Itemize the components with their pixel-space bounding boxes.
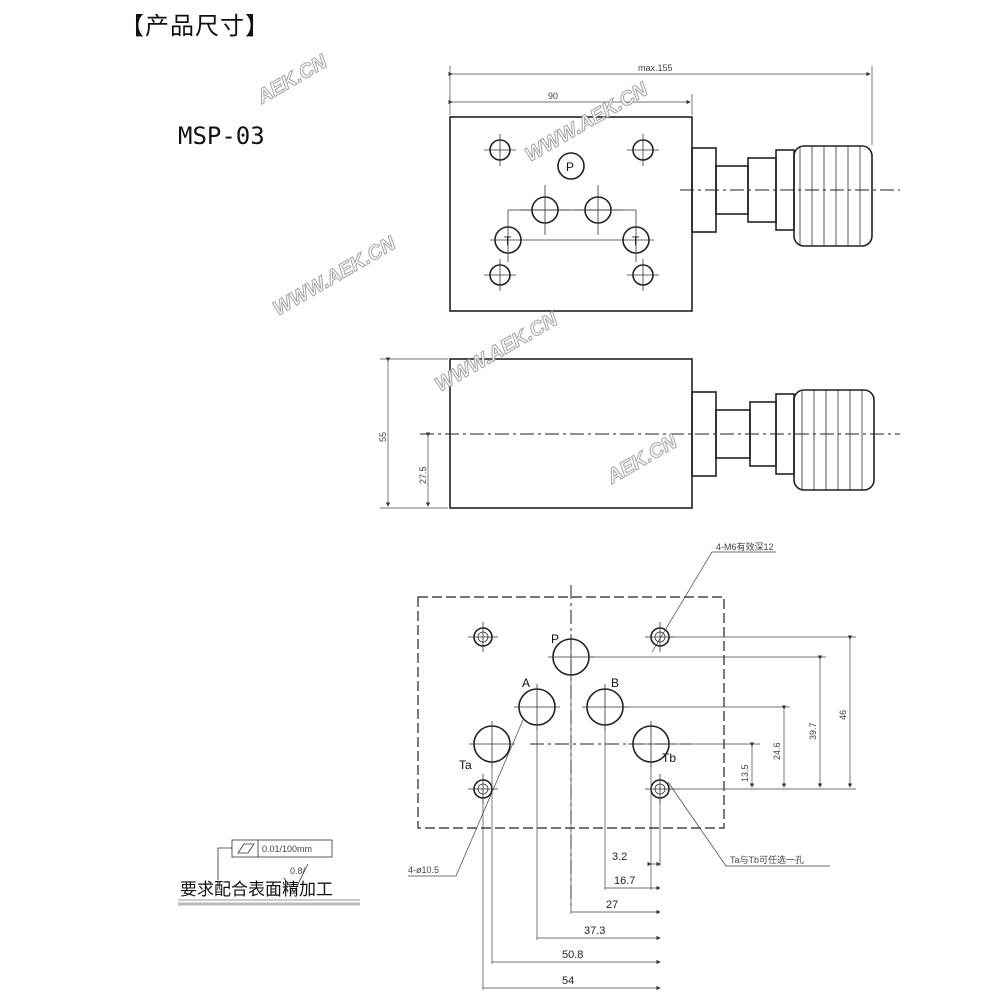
dim-v-46: 46 — [838, 710, 848, 720]
flatness-frame — [231, 839, 333, 858]
dim-h-16-7: 16.7 — [614, 875, 635, 887]
dim-h-3-2: 3.2 — [612, 851, 627, 863]
port-a-label: A — [522, 676, 530, 690]
top-ports — [490, 152, 654, 262]
port-tb-label: Tb — [662, 751, 676, 765]
top-port-t-left-label: T — [504, 234, 512, 248]
top-port-t-right-label: T — [632, 234, 640, 248]
side-view: 55 27.5 — [378, 357, 900, 509]
dim-v-13-5: 13.5 — [740, 764, 750, 782]
watermark: AEK.CN — [253, 51, 332, 109]
roughness-value: 0.8/ — [290, 866, 306, 876]
top-mount-holes — [484, 134, 659, 291]
top-view: P T T max.155 90 — [448, 63, 900, 312]
port-ta-label: Ta — [459, 758, 472, 772]
dim-h-27: 27 — [606, 899, 618, 911]
watermark: WWW.AEK.CN — [270, 232, 400, 320]
hole-note: 4-ø10.5 — [408, 865, 439, 875]
dim-overall-length: max.155 — [638, 63, 673, 73]
adjust-knob — [793, 145, 873, 247]
model-number: MSP-03 — [178, 122, 265, 150]
thread-note: 4-M6有效深12 — [716, 541, 774, 552]
mount-view: P A B Ta Tb 4-M6有效深12 4-ø10.5 Ta与Tb可任选一孔… — [408, 541, 856, 991]
watermark: WWW.AEK.CN — [432, 308, 562, 396]
dim-v-24-6: 24.6 — [772, 742, 782, 760]
dim-h-37-3: 37.3 — [584, 925, 605, 937]
dim-height: 55 — [378, 432, 388, 442]
side-adjust-knob — [793, 389, 875, 491]
dim-v-39-7: 39.7 — [808, 722, 818, 740]
top-view-body — [449, 116, 693, 312]
section-header: 【产品尺寸】 — [120, 12, 270, 40]
surface-spec: 0.01/100mm 0.8/ 要求配合表面精加工 — [178, 839, 360, 906]
tank-note: Ta与Tb可任选一孔 — [730, 854, 804, 865]
surface-note: 要求配合表面精加工 — [180, 880, 333, 900]
flatness-value: 0.01/100mm — [262, 844, 312, 854]
dim-h-50-8: 50.8 — [562, 949, 583, 961]
top-port-p-label: P — [566, 160, 574, 174]
port-p-label: P — [551, 632, 559, 646]
watermark: WWW.AEK.CN — [522, 78, 652, 166]
watermark: AEK.CN — [603, 431, 682, 489]
port-b-label: B — [611, 676, 619, 690]
dim-half-height: 27.5 — [418, 466, 428, 484]
flatness-icon — [237, 843, 255, 854]
dim-h-54: 54 — [562, 975, 574, 987]
dim-body-length: 90 — [548, 91, 558, 101]
